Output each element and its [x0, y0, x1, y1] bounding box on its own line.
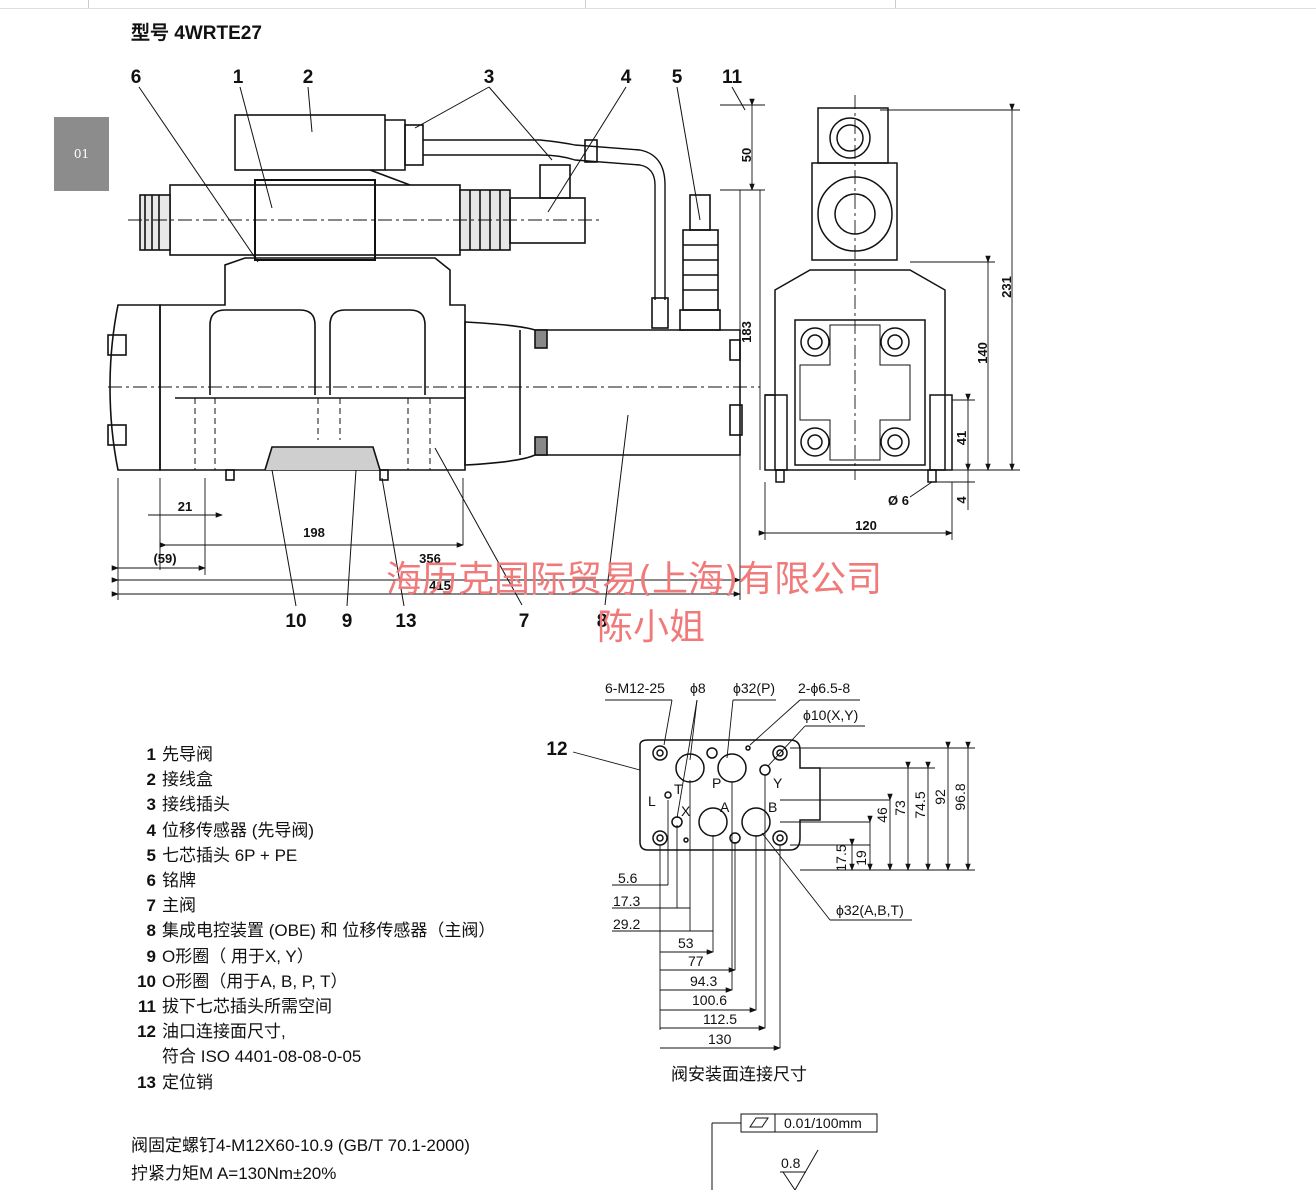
- dim-41: 41: [954, 431, 969, 445]
- pf-dim-112-5: 112.5: [703, 1011, 737, 1027]
- port-face-caption: 阀安装面连接尺寸: [671, 1065, 807, 1084]
- flatness-value: 0.01/100mm: [784, 1115, 862, 1131]
- dim-198: 198: [303, 525, 325, 540]
- pf-dim-19: 19: [853, 850, 869, 866]
- callout-5: 5: [672, 67, 683, 88]
- port-A: A: [720, 799, 730, 815]
- callout-4: 4: [621, 67, 632, 88]
- pf-dim-100-6: 100.6: [692, 992, 727, 1008]
- port-P: P: [712, 775, 721, 791]
- mounting-notes: 阀固定螺钉4-M12X60-10.9 (GB/T 70.1-2000) 拧紧力矩…: [131, 1132, 470, 1188]
- bolt-note: 阀固定螺钉4-M12X60-10.9 (GB/T 70.1-2000): [131, 1136, 470, 1155]
- callout-1: 1: [233, 67, 244, 88]
- callout-8: 8: [597, 611, 608, 632]
- pf-dim-94-3: 94.3: [690, 973, 717, 989]
- dim-59: (59): [153, 551, 176, 566]
- pf-label-phi10xy: ϕ10(X,Y): [803, 707, 858, 723]
- callout-11: 11: [722, 67, 743, 88]
- pf-dim-92: 92: [932, 789, 948, 805]
- pf-label-phi32p: ϕ32(P): [733, 680, 775, 696]
- pf-dim-74-5: 74.5: [912, 791, 928, 818]
- pf-label-phi32abt: ϕ32(A,B,T): [836, 902, 904, 918]
- callout-9: 9: [342, 611, 353, 632]
- chapter-tab: 01: [54, 117, 109, 191]
- port-Y: Y: [773, 775, 783, 791]
- callout-13: 13: [395, 611, 416, 632]
- pf-label-m12: 6-M12-25: [605, 680, 665, 696]
- pf-dim-77: 77: [688, 953, 704, 969]
- callout-12: 12: [546, 739, 567, 760]
- dim-415: 415: [429, 578, 451, 593]
- dim-183: 183: [739, 321, 754, 343]
- pf-dim-46: 46: [874, 807, 890, 823]
- model-title: 型号 4WRTE27: [131, 23, 262, 44]
- pf-dim-73: 73: [892, 800, 908, 816]
- dim-50: 50: [739, 148, 754, 162]
- roughness-value: 0.8: [781, 1155, 801, 1171]
- callout-3: 3: [484, 67, 495, 88]
- torque-note: 拧紧力矩M A=130Nm±20%: [131, 1164, 337, 1183]
- port-L: L: [648, 793, 656, 809]
- watermark-company: 海历克国际贸易(上海)有限公司: [386, 559, 883, 600]
- dim-356: 356: [419, 551, 441, 566]
- callout-6: 6: [131, 67, 142, 88]
- page-top-border: [0, 0, 1316, 9]
- callout-2: 2: [303, 67, 314, 88]
- dim-21: 21: [178, 499, 192, 514]
- pf-dim-17-3: 17.3: [613, 893, 640, 909]
- watermark-contact: 陈小姐: [597, 607, 706, 648]
- port-T: T: [674, 781, 683, 797]
- pf-label-2phi65: 2-ϕ6.5-8: [798, 680, 850, 696]
- pf-dim-29-2: 29.2: [613, 916, 640, 932]
- pf-dim-96-8: 96.8: [952, 783, 968, 810]
- dim-phi6: Ø 6: [888, 493, 909, 508]
- pf-dim-17-5: 17.5: [833, 844, 849, 871]
- legend-item: 符合 ISO 4401-08-08-0-05: [162, 1047, 362, 1067]
- port-B: B: [768, 799, 777, 815]
- callout-7: 7: [519, 611, 530, 632]
- tolerance-symbols: [711, 1113, 878, 1190]
- end-view: [764, 95, 953, 483]
- dim-140: 140: [975, 342, 990, 364]
- side-view: [107, 114, 760, 481]
- dim-4: 4: [954, 496, 969, 504]
- callout-10: 10: [285, 611, 306, 632]
- pf-dim-53: 53: [678, 935, 694, 951]
- port-X: X: [681, 803, 691, 819]
- pf-dim-5-6: 5.6: [618, 870, 638, 886]
- dim-231: 231: [999, 276, 1014, 298]
- dim-120: 120: [855, 518, 877, 533]
- pf-label-phi8: ϕ8: [690, 680, 706, 696]
- port-face-view: [639, 739, 821, 851]
- pf-dim-130: 130: [708, 1031, 732, 1047]
